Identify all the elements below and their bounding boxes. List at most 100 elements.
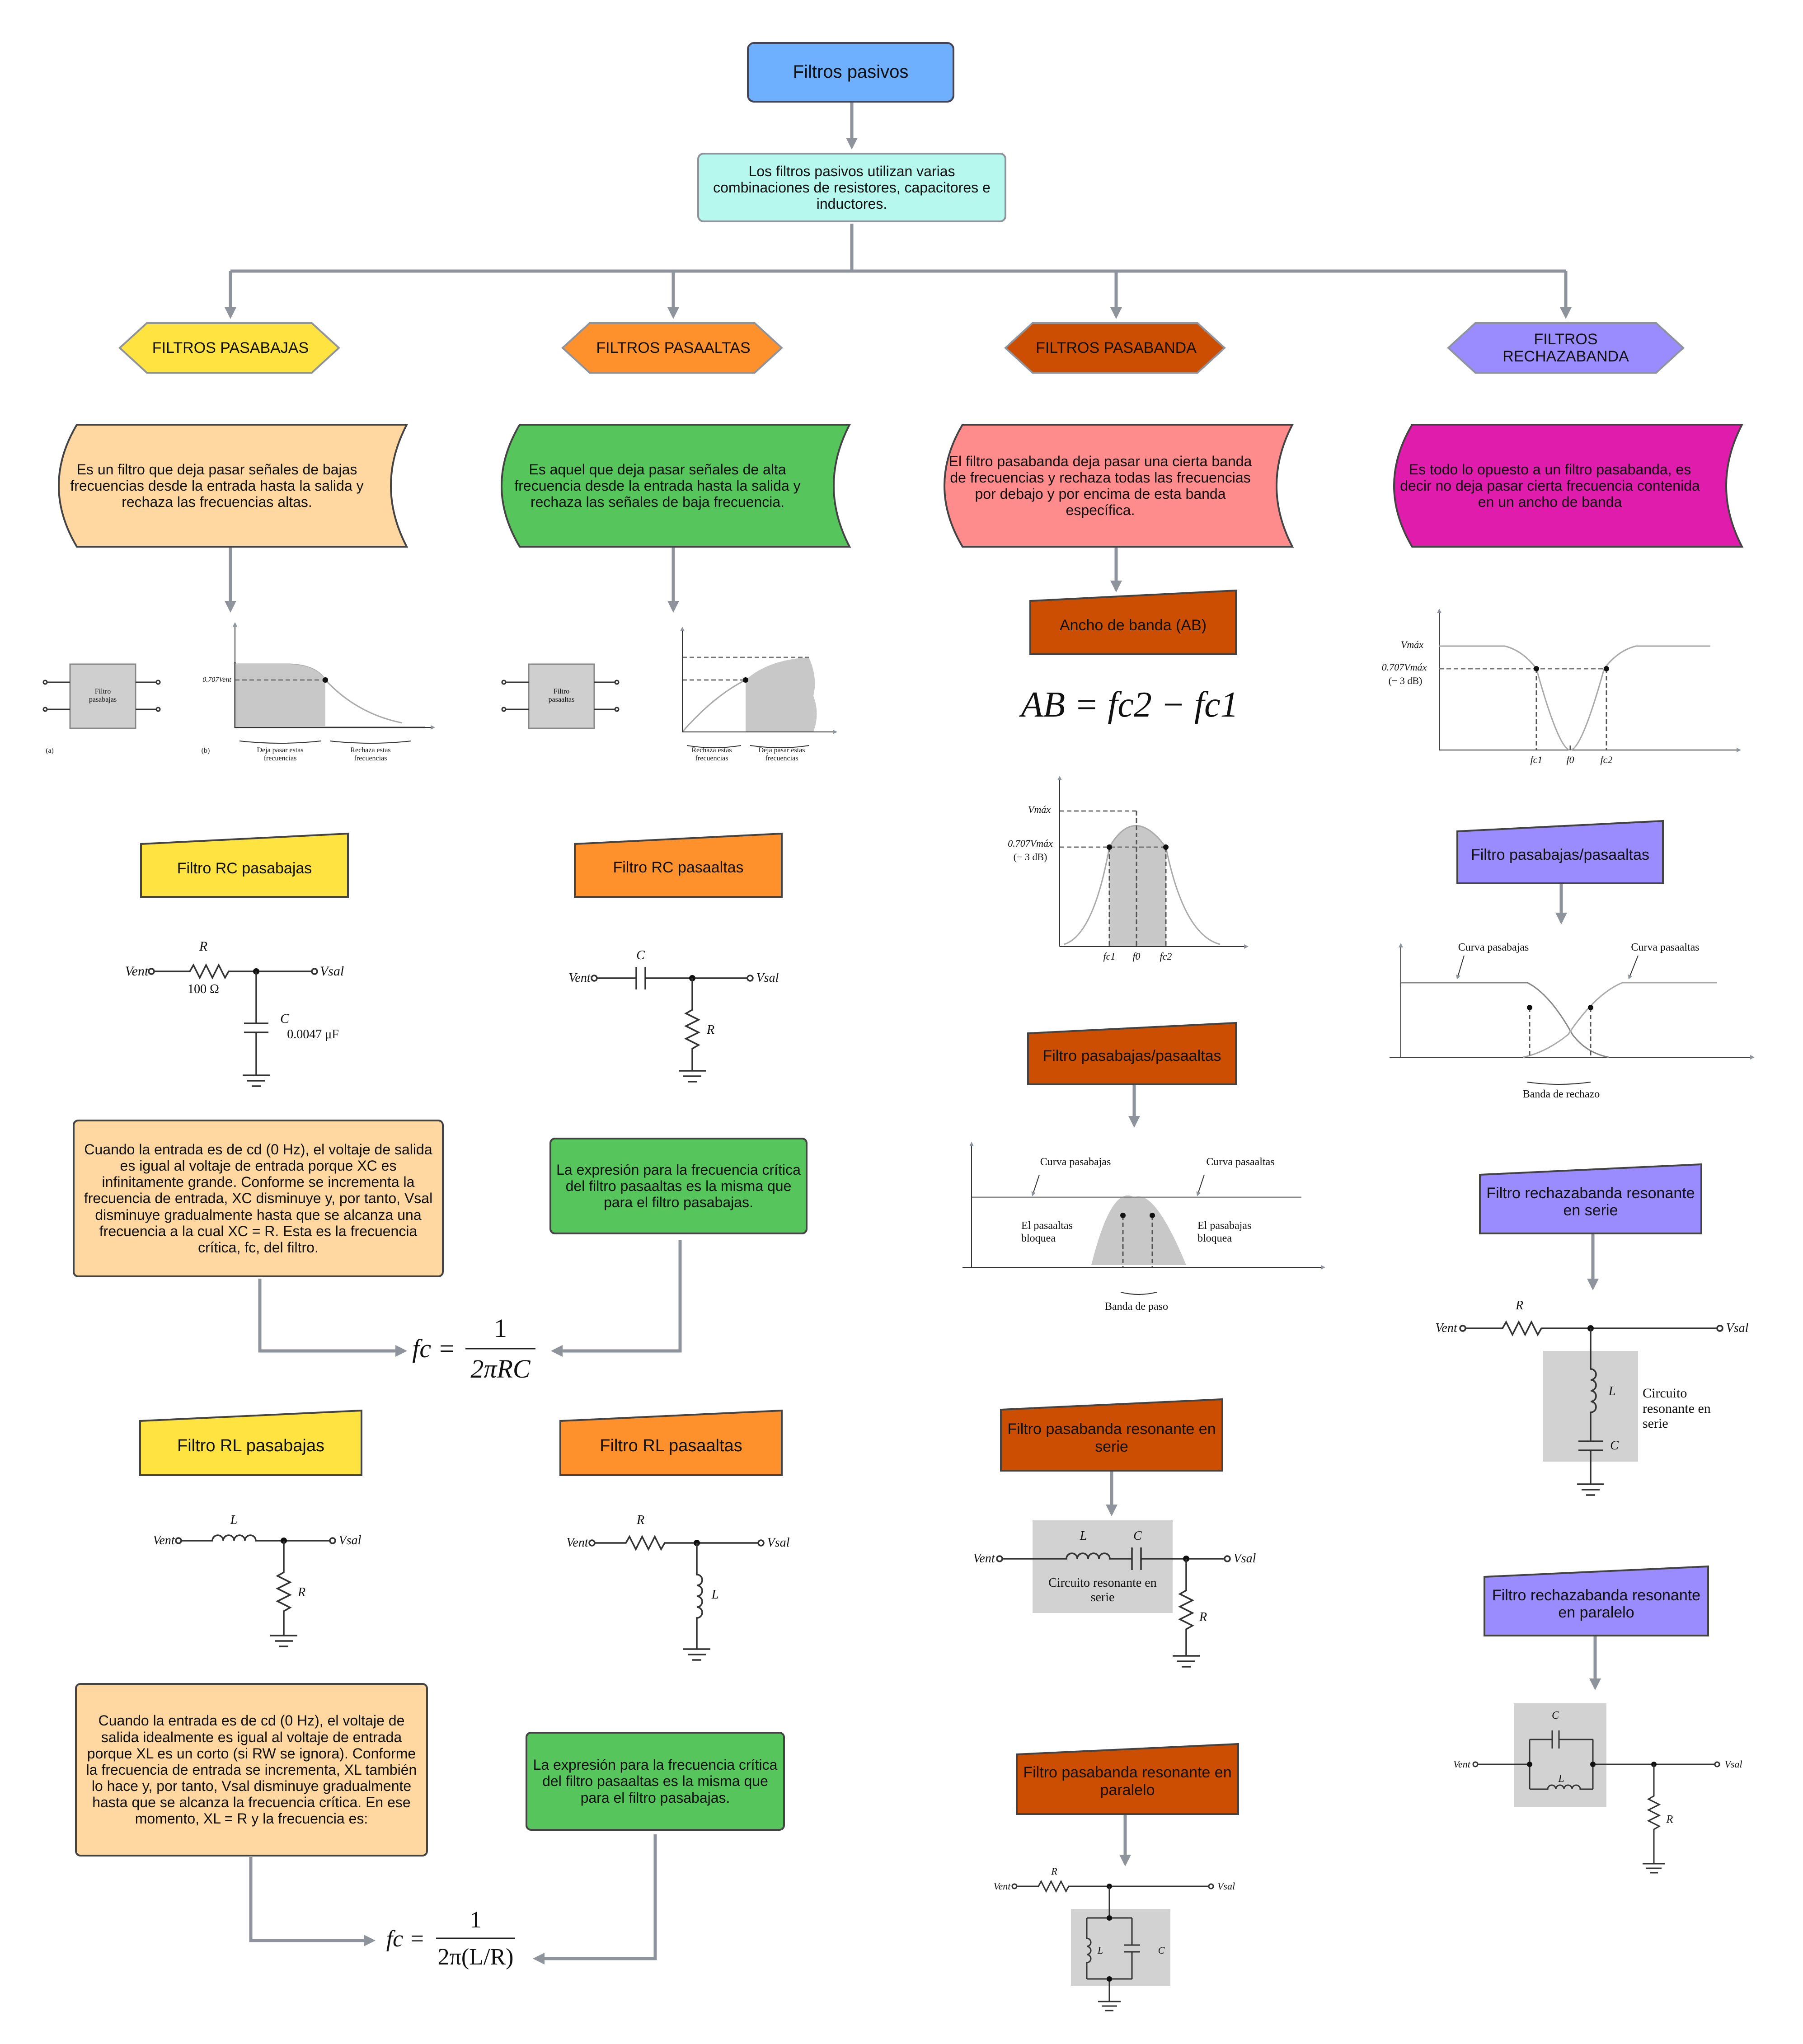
- box-pasaaltas-label: Filtro pasaaltas: [548, 687, 575, 703]
- bps-l: L: [1080, 1529, 1087, 1543]
- formula-ab: AB = fc2 − fc1: [1021, 684, 1239, 725]
- node-rl-pasaaltas-shape: [559, 1409, 783, 1476]
- node-rc-pasabajas: Filtro RC pasabajas: [177, 860, 312, 877]
- rbp-vsal: Vsal: [1724, 1758, 1742, 1770]
- label-deja-pasar-lp: Deja pasar estas frecuencias: [257, 746, 304, 762]
- node-pbs-shape: [1000, 1398, 1223, 1472]
- rbp-vent: Vent: [1453, 1758, 1470, 1770]
- label-f0-rb: f0: [1566, 754, 1574, 766]
- node-rc-pasaaltas-shape: [574, 832, 783, 898]
- label-vmax-bp: Vmáx: [1028, 804, 1051, 816]
- rl-hp-vent: Vent: [566, 1536, 588, 1550]
- bpp-vent: Vent: [993, 1880, 1011, 1892]
- bps-vsal: Vsal: [1233, 1552, 1256, 1566]
- node-pbpa-rej: Filtro pasabajas/pasaaltas: [1470, 846, 1649, 864]
- rbs-vent: Vent: [1435, 1321, 1457, 1336]
- desc-pasabanda-shape: [944, 424, 1294, 548]
- label-curva-pa-band: Curva pasaaltas: [1206, 1156, 1275, 1168]
- label-pa-bloquea: El pasaaltas bloquea: [1021, 1220, 1073, 1244]
- node-ab-shape: [1029, 589, 1237, 655]
- bps-vent: Vent: [973, 1552, 995, 1566]
- formula-rc-den: 2πRC: [470, 1354, 531, 1384]
- circuit-rl-pasaaltas: [588, 1535, 765, 1661]
- rc-hp-vsal: Vsal: [756, 971, 779, 985]
- bpp-r: R: [1051, 1866, 1057, 1877]
- hex-rechazabanda: [1447, 322, 1685, 374]
- expl-rl-pasabajas-box: [75, 1683, 428, 1856]
- rc-lp-c: C: [280, 1011, 289, 1027]
- bps-circ-label: Circuito resonante en serie: [1048, 1576, 1157, 1604]
- circuit-rl-pasabajas: [175, 1534, 336, 1647]
- rbs-l: L: [1608, 1384, 1616, 1399]
- desc-rechazabanda-shape: [1393, 424, 1744, 548]
- rc-hp-c: C: [636, 948, 645, 963]
- label-0707max-bp: 0.707Vmáx: [1008, 838, 1053, 849]
- node-pb-res-serie: Filtro pasabanda resonante en serie: [1007, 1420, 1216, 1455]
- label-banda-paso: Banda de paso: [1105, 1300, 1168, 1313]
- label-rechaza-hp: Rechaza estas frecuencias: [691, 746, 732, 762]
- rc-lp-c-value: 0.0047 μF: [287, 1027, 339, 1042]
- fig-pasabanda-overlap: [963, 1142, 1325, 1295]
- bpp-vsal: Vsal: [1217, 1880, 1235, 1892]
- circuit-rc-pasabajas: [148, 963, 318, 1087]
- node-rb-res-serie: Filtro rechazabanda resonante en serie: [1486, 1184, 1695, 1219]
- label-b: (b): [201, 747, 210, 755]
- rl-hp-r: R: [636, 1513, 645, 1528]
- node-pbp-shape: [1016, 1743, 1239, 1815]
- formula-rc-num: 1: [494, 1313, 507, 1343]
- label-rechaza-lp: Rechaza estas frecuencias: [350, 746, 391, 762]
- node-rej-pbpa-shape: [1456, 820, 1664, 884]
- formula-rl-lhs: fc =: [386, 1926, 425, 1952]
- fig-pasabajas: [42, 622, 435, 744]
- label-3db-bp: (− 3 dB): [1013, 851, 1047, 863]
- rl-lp-r: R: [297, 1585, 306, 1600]
- fig-rechazabanda-overlap: [1390, 943, 1755, 1085]
- rl-lp-vent: Vent: [153, 1533, 175, 1548]
- rl-lp-l: L: [230, 1513, 238, 1528]
- formula-rc-lhs: fc =: [412, 1334, 455, 1364]
- desc-pasaaltas: Es aquel que deja pasar señales de alta …: [514, 461, 801, 511]
- rbs-c: C: [1610, 1439, 1619, 1453]
- node-rbp-shape: [1484, 1565, 1709, 1636]
- expl-rc-pasaaltas: La expresión para la frecuencia crítica …: [556, 1161, 801, 1211]
- node-rb-res-paralelo: Filtro rechazabanda resonante en paralel…: [1492, 1586, 1701, 1621]
- connectors: [225, 102, 1601, 1964]
- title: Filtros pasivos: [793, 62, 909, 82]
- cat-pasabanda: FILTROS PASABANDA: [1036, 339, 1197, 356]
- fig-rechazabanda-response: [1437, 609, 1741, 752]
- conn-rl-expl-formula: [249, 1857, 376, 1946]
- desc-pasabajas: Es un filtro que deja pasar señales de b…: [70, 461, 364, 511]
- label-fc2-bp: fc2: [1160, 951, 1172, 962]
- rbp-r: R: [1666, 1813, 1673, 1825]
- node-rbs-shape: [1479, 1163, 1702, 1234]
- label-a: (a): [46, 747, 54, 755]
- node-rc-pasaaltas: Filtro RC pasaaltas: [613, 858, 744, 876]
- rc-lp-vsal: Vsal: [319, 964, 344, 979]
- expl-rc-pasaaltas-box: [549, 1138, 808, 1234]
- circuit-pasabanda-serie: [996, 1520, 1231, 1668]
- label-fc2-rb: fc2: [1600, 754, 1613, 766]
- hex-pasabanda: [1004, 322, 1226, 374]
- label-banda-rechazo: Banda de rechazo: [1522, 1088, 1600, 1100]
- fig-pasabanda-response: [1057, 776, 1249, 949]
- label-curva-pb-band: Curva pasabajas: [1040, 1156, 1111, 1168]
- circuit-rc-pasaaltas: [591, 967, 754, 1083]
- bps-r: R: [1199, 1610, 1207, 1625]
- desc-pasaaltas-shape: [501, 424, 851, 548]
- rc-hp-vent: Vent: [568, 971, 591, 985]
- circuit-rechazabanda-paralelo: [1472, 1703, 1720, 1874]
- conn-rc-expl-formula: [258, 1279, 407, 1357]
- conn-rlpa-formula: [533, 1834, 657, 1964]
- hex-pasabajas: [118, 322, 340, 374]
- label-pb-bloquea: El pasabajas bloquea: [1197, 1220, 1252, 1244]
- intro-box: [697, 153, 1006, 222]
- rl-hp-l: L: [711, 1588, 719, 1602]
- rbs-circ-label: Circuito resonante en serie: [1643, 1385, 1711, 1431]
- rc-hp-r: R: [706, 1023, 715, 1037]
- label-fc1-rb: fc1: [1530, 754, 1543, 766]
- bpp-l: L: [1097, 1945, 1103, 1956]
- node-pb-res-paralelo: Filtro pasabanda resonante en paralelo: [1023, 1764, 1232, 1799]
- label-curva-pb-rej: Curva pasabajas: [1458, 941, 1529, 953]
- label-fc1-bp: fc1: [1103, 951, 1116, 962]
- cat-rechazabanda: FILTROS RECHAZABANDA: [1502, 330, 1629, 365]
